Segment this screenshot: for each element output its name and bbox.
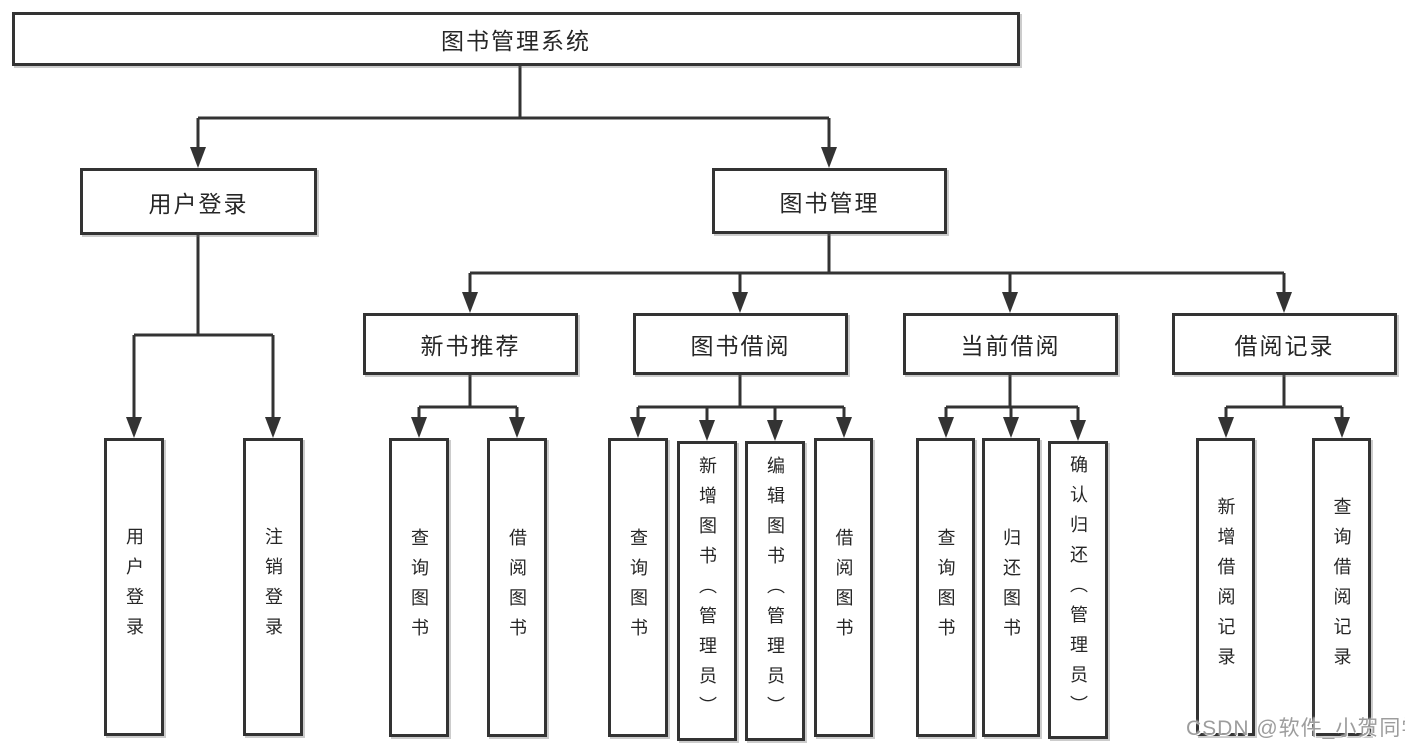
node-label: 用户登录 <box>148 190 249 217</box>
node-label: 图书管理 <box>779 190 880 216</box>
leaf-query-books-borrowing: 查询图书 <box>608 438 668 737</box>
leaf-borrow-books-borrowing: 借阅图书 <box>814 438 873 737</box>
leaf-query-borrow-record: 查询借阅记录 <box>1312 438 1371 736</box>
node-label: 归还图书 <box>1001 527 1021 648</box>
node-label: 图书管理系统 <box>441 28 591 54</box>
node-new-book-recommend: 新书推荐 <box>363 313 578 375</box>
node-user-login: 用户登录 <box>80 168 317 235</box>
leaf-logout: 注销登录 <box>243 438 303 736</box>
node-label: 用户登录 <box>124 527 144 647</box>
node-current-borrowing: 当前借阅 <box>903 313 1118 375</box>
node-label: 借阅图书 <box>833 527 854 648</box>
node-root-system: 图书管理系统 <box>12 12 1020 66</box>
node-label: 注销登录 <box>263 527 283 647</box>
leaf-query-books-recommend: 查询图书 <box>389 438 449 737</box>
node-label: 编辑图书（管理员） <box>765 456 785 726</box>
leaf-query-books-current: 查询图书 <box>916 438 975 737</box>
node-label: 确认归还（管理员） <box>1068 455 1088 725</box>
node-label: 当前借阅 <box>960 333 1061 359</box>
leaf-confirm-return-admin: 确认归还（管理员） <box>1048 441 1108 739</box>
node-label: 查询借阅记录 <box>1331 497 1352 677</box>
node-label: 查询图书 <box>409 527 429 648</box>
node-label: 借阅图书 <box>507 527 527 648</box>
node-book-management: 图书管理 <box>712 168 947 234</box>
node-label: 查询图书 <box>628 527 648 648</box>
leaf-add-borrow-record: 新增借阅记录 <box>1196 438 1255 736</box>
leaf-add-book-admin: 新增图书（管理员） <box>677 441 737 741</box>
node-book-borrowing: 图书借阅 <box>633 313 848 375</box>
node-label: 借阅记录 <box>1234 333 1335 359</box>
leaf-borrow-books-recommend: 借阅图书 <box>487 438 547 737</box>
node-label: 图书借阅 <box>690 333 791 359</box>
arrowhead-icons <box>126 147 1350 441</box>
node-label: 查询图书 <box>935 527 956 648</box>
node-label: 新增借阅记录 <box>1215 497 1236 677</box>
leaf-edit-book-admin: 编辑图书（管理员） <box>745 441 805 741</box>
csdn-watermark: CSDN @软件_小贺同学 <box>1186 717 1405 740</box>
node-label: 新书推荐 <box>420 333 521 359</box>
node-borrow-records: 借阅记录 <box>1172 313 1397 375</box>
leaf-user-login: 用户登录 <box>104 438 164 736</box>
leaf-return-books: 归还图书 <box>982 438 1040 737</box>
node-label: 新增图书（管理员） <box>697 456 717 726</box>
